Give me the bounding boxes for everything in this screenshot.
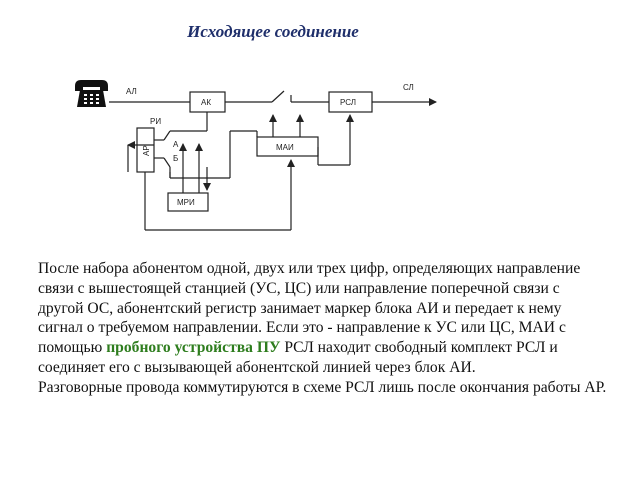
- outgoing-connection-diagram: АЛ СЛ АК РСЛ МАИ МРИ РИ А Б АР: [75, 80, 437, 231]
- label-ar: АР: [142, 145, 151, 156]
- rsl-box: [328, 91, 373, 113]
- paragraph-2: Разговорные провода коммутируются в схем…: [38, 378, 607, 396]
- mai-box: [256, 136, 319, 157]
- paragraph-1: После набора абонентом одной, двух или т…: [38, 259, 608, 378]
- label-ri: РИ: [150, 117, 161, 126]
- label-a: А: [173, 140, 179, 149]
- label-sl: СЛ: [403, 83, 414, 92]
- paragraph-1-end: РСЛ находит свободный комплект РСЛ и сое…: [38, 339, 558, 376]
- label-ak: АК: [201, 98, 211, 107]
- label-b: Б: [173, 154, 178, 163]
- label-mri: МРИ: [177, 198, 195, 207]
- paragraph-1-start: После набора абонентом одной, двух или т…: [38, 260, 581, 357]
- label-al: АЛ: [126, 87, 137, 96]
- telephone-icon: [75, 80, 108, 107]
- highlight-probe-device: пробного устройства ПУ: [106, 339, 281, 357]
- arrow-icon: [127, 114, 354, 230]
- switch-contact-icon: [271, 90, 292, 103]
- description-text: После набора абонентом одной, двух или т…: [38, 259, 608, 398]
- label-rsl: РСЛ: [340, 98, 356, 107]
- page-title: Исходящее соединение: [187, 22, 359, 41]
- label-mai: МАИ: [276, 143, 294, 152]
- mri-box: [167, 192, 209, 212]
